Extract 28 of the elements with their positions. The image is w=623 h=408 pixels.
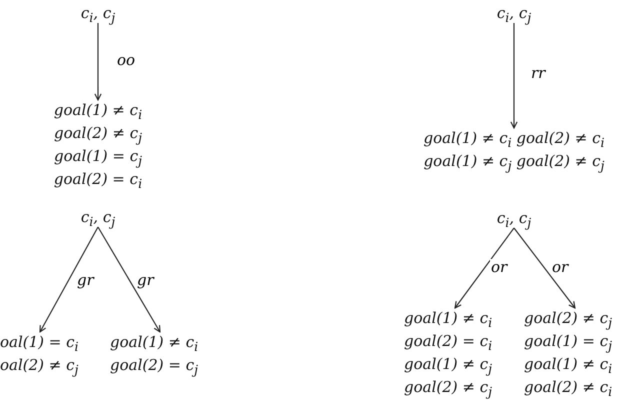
math-expression: goal(1) ≠ c$_{i}$ xyxy=(54,100,142,122)
math-expression: goal(2) = c$_{i}$ xyxy=(54,169,142,191)
arrow xyxy=(98,226,161,333)
math-expression: goal(1) ≠ c$_{i}$ xyxy=(524,354,612,376)
math-expression: c$_{i}$, c$_{j}$ xyxy=(496,3,532,25)
math-expression: c$_{i}$, c$_{j}$ xyxy=(496,208,532,230)
math-expression: goal(2) = c$_{j}$ xyxy=(110,355,198,377)
math-expression: goal(2) ≠ c$_{j}$ xyxy=(404,377,492,399)
math-expression: goal(1) ≠ c$_{j}$ xyxy=(404,354,492,376)
math-expression: goal(2) ≠ c$_{i}$ xyxy=(524,377,612,399)
math-expression: c$_{i}$, c$_{j}$ xyxy=(80,3,116,25)
math-expression: goal(2) ≠ c$_{j}$ xyxy=(524,308,612,330)
math-expression: goal(2) ≠ c$_{j}$ xyxy=(54,123,142,145)
math-expression: goal(1) = c$_{j}$ xyxy=(54,146,142,168)
math-expression: goal(2) = c$_{i}$ xyxy=(404,331,492,353)
arrow xyxy=(454,228,514,309)
math-expression: goal(1) ≠ c$_{j}$ goal(2) ≠ c$_{j}$ xyxy=(423,151,605,173)
arrow xyxy=(510,23,518,129)
math-expression: goal(1) ≠ c$_{i}$ xyxy=(404,308,492,330)
arrow xyxy=(514,228,576,309)
math-expression: goal(1) = c$_{j}$ xyxy=(524,331,612,353)
math-expression: oal(2) ≠ c$_{j}$ xyxy=(0,355,79,377)
arrow xyxy=(94,23,102,101)
math-expression: c$_{i}$, c$_{j}$ xyxy=(80,207,116,229)
arrow xyxy=(39,226,98,333)
math-expression: oal(1) = c$_{i}$ xyxy=(0,332,79,354)
math-expression: goal(1) ≠ c$_{i}$ xyxy=(110,332,198,354)
math-expression: goal(1) ≠ c$_{i}$ goal(2) ≠ c$_{i}$ xyxy=(423,128,605,150)
